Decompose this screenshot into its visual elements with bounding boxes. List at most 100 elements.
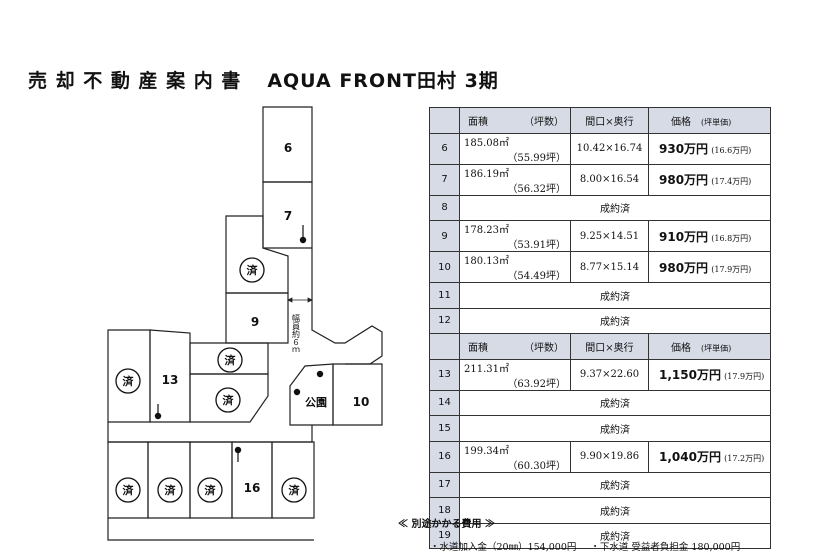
header-dimensions: 間口×奥行: [570, 107, 649, 134]
lot-area: 180.13㎡ （54.49坪）: [459, 251, 571, 283]
sold-mark-14: 済: [123, 374, 135, 388]
lot-area-tsubo: （54.49坪）: [507, 271, 566, 282]
lot-price: 1,150万円 (17.9万円): [648, 358, 771, 391]
lot-area-sqm: 211.31㎡: [464, 363, 509, 375]
header-dimensions: 間口×奥行: [570, 333, 649, 360]
header-unit-price-label: (坪単価): [701, 343, 732, 353]
site-edge: [107, 518, 314, 541]
header-price: 価格(坪単価): [648, 333, 771, 360]
lot-area-tsubo: （60.30坪）: [507, 460, 566, 472]
sold-mark-17: 済: [205, 483, 217, 497]
lot-status: 成約済: [459, 497, 771, 524]
lot-status: 成約済: [459, 471, 771, 498]
water-fee: ・水道加入金（20㎜）154,000円: [430, 542, 577, 553]
header-blank: [429, 107, 460, 134]
lot-9-label: 9: [251, 315, 259, 329]
lot-16-label: 16: [244, 481, 261, 495]
sold-mark-15: 済: [289, 483, 301, 497]
sold-icon: [239, 257, 265, 283]
lot-price-per-tsubo: (17.4万円): [711, 177, 752, 186]
lot-dimensions: 8.77×15.14: [570, 251, 649, 283]
park-label: 公園: [305, 396, 327, 409]
lot-status: 成約済: [459, 282, 771, 309]
lot-price-per-tsubo: (17.9万円): [711, 264, 752, 274]
lot-status: 成約済: [459, 194, 771, 221]
pin-park-2: [293, 388, 301, 396]
header-tsubo-label: （坪数）: [524, 342, 564, 354]
document-title: 売 却 不 動 産 案 内 書 AQUA FRONT田村 3期: [28, 66, 499, 93]
lot-number: 18: [429, 497, 460, 524]
lot-14-outline: [107, 329, 151, 423]
header-area: 面積（坪数）: [459, 107, 571, 134]
lot-dimensions: 10.42×16.74: [570, 132, 649, 165]
lot-area-tsubo: （55.99坪）: [507, 152, 566, 164]
lot-number: 10: [429, 251, 460, 283]
lot-status: 成約済: [459, 522, 771, 549]
header-blank: [429, 333, 460, 360]
lot-status: 成約済: [459, 389, 771, 416]
lot-area-sqm: 186.19㎡: [464, 168, 509, 180]
title-sub: AQUA FRONT田村 3期: [267, 70, 499, 92]
table-header-row: 面積（坪数）間口×奥行価格(坪単価): [429, 333, 771, 360]
lot-price-total: 910万円: [659, 229, 709, 244]
lot-number: 7: [429, 163, 460, 196]
lot-13-label: 13: [162, 373, 179, 387]
lot-area-tsubo: （63.92坪）: [507, 378, 566, 390]
lot-price-total: 980万円: [659, 173, 709, 187]
lot-price: 910万円 (16.8万円): [648, 220, 771, 252]
lot-price-per-tsubo: (17.2万円): [724, 454, 765, 463]
lot-area: 186.19㎡ （56.32坪）: [459, 163, 571, 196]
lot-area: 178.23㎡（53.91坪）: [459, 220, 571, 252]
table-row: 10 180.13㎡ （54.49坪） 8.77×15.14 980万円 (17.9万円…: [429, 251, 771, 283]
title-main: 売 却 不 動 産 案 内 書: [28, 70, 242, 92]
lot-area-tsubo: （53.91坪）: [507, 240, 566, 251]
lot-price: 1,040万円 (17.2万円): [648, 440, 771, 473]
lot-price-total: 1,150万円: [659, 368, 721, 382]
sold-icon: [217, 347, 243, 373]
lot-10-label: 10: [353, 395, 370, 409]
sold-mark-11: 済: [223, 393, 235, 407]
road-width-label: 幅員約６ｍ: [292, 313, 301, 354]
subdivision-map: 幅員約６ｍ 6 7 9 13 10 16 公園 済 済 済 済 済 済 済 済: [107, 106, 383, 541]
lot-9-outline: [225, 292, 289, 344]
lot-number: 14: [429, 389, 460, 416]
lot-area: 199.34㎡ （60.30坪）: [459, 440, 571, 473]
lot-area-sqm: 180.13㎡: [464, 256, 509, 267]
lot-status: 成約済: [459, 307, 771, 334]
sold-icon: [197, 477, 223, 503]
lot-number: 17: [429, 471, 460, 498]
lot-area-tsubo: （56.32坪）: [507, 183, 566, 195]
sold-mark-18: 済: [165, 483, 177, 497]
pin-13: [154, 412, 162, 420]
pin-park-1: [316, 370, 324, 378]
lot-dimensions: 9.90×19.86: [570, 440, 649, 473]
lot-number: 11: [429, 282, 460, 309]
lot-status: 成約済: [459, 415, 771, 442]
lot-6-label: 6: [284, 141, 292, 155]
lot-dimensions: 9.25×14.51: [570, 220, 649, 252]
sold-icon: [215, 387, 241, 413]
lot-area-sqm: 199.34㎡: [464, 445, 509, 457]
header-area-label: 面積: [468, 116, 488, 128]
sold-icon: [115, 477, 141, 503]
sold-mark-19: 済: [123, 483, 135, 497]
header-price: 価格(坪単価): [648, 107, 771, 134]
lot-area: 211.31㎡ （63.92坪）: [459, 358, 571, 391]
lot-price-per-tsubo: (17.9万円): [724, 372, 765, 381]
extra-costs-line: ・水道加入金（20㎜）154,000円・下水道 受益者負担金 180,000円: [430, 539, 740, 553]
lot-price-total: 1,040万円: [659, 450, 721, 464]
lot-area-sqm: 185.08㎡: [464, 137, 509, 149]
lot-15-outline: [271, 441, 315, 519]
road-edge: [311, 248, 383, 365]
lot-number: 6: [429, 132, 460, 165]
lot-number: 16: [429, 440, 460, 473]
sold-mark-8: 済: [247, 263, 259, 277]
lot-price-total: 980万円: [659, 260, 709, 275]
